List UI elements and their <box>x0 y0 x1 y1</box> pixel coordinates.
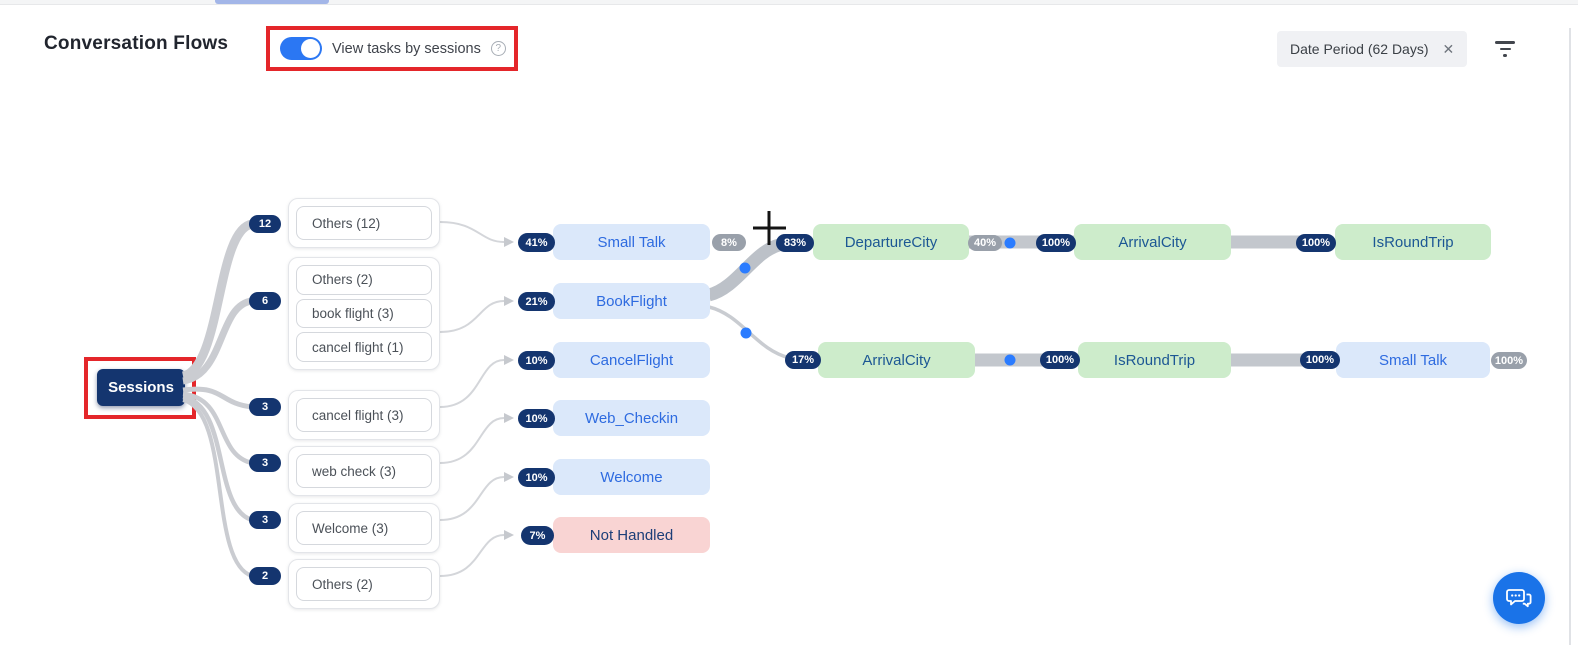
utterance-group: Welcome (3) <box>288 503 440 553</box>
utterance-item[interactable]: Others (2) <box>296 567 432 601</box>
task-in-pct-badge: 10% <box>518 468 555 487</box>
date-period-label: Date Period (62 Days) <box>1290 41 1429 57</box>
utterance-group: Others (12) <box>288 198 440 248</box>
count-badge: 3 <box>249 398 281 416</box>
task-in-pct-badge: 21% <box>518 292 555 311</box>
chat-bubbles-icon <box>1506 589 1532 608</box>
task-node[interactable]: CancelFlight <box>553 342 710 378</box>
scrollbar[interactable] <box>1569 28 1571 645</box>
task-node[interactable]: Web_Checkin <box>553 400 710 436</box>
utterance-group: Others (2) <box>288 559 440 609</box>
path-dot-markers[interactable] <box>739 237 1016 366</box>
sessions-fanout-edges <box>181 219 254 578</box>
entity-in-pct-badge: 100% <box>1040 351 1080 369</box>
page-title: Conversation Flows <box>44 33 229 54</box>
entity-out-pct-badge: 40% <box>968 235 1002 251</box>
entity-node[interactable]: DepartureCity <box>813 224 969 260</box>
entity-node[interactable]: ArrivalCity <box>1074 224 1231 260</box>
utterance-item[interactable]: cancel flight (1) <box>296 332 432 363</box>
entity-in-pct-badge: 17% <box>785 351 821 369</box>
task-node[interactable]: Small Talk <box>1336 342 1490 378</box>
count-badge: 12 <box>249 215 281 233</box>
count-badge: 3 <box>249 454 281 472</box>
sessions-root-node[interactable]: Sessions <box>97 369 185 406</box>
entity-node[interactable]: IsRoundTrip <box>1078 342 1231 378</box>
utterance-item[interactable]: Others (12) <box>296 206 432 240</box>
task-node[interactable]: Small Talk <box>553 224 710 260</box>
help-icon[interactable]: ? <box>490 41 506 56</box>
toggle-highlight-box: View tasks by sessions ? <box>266 26 518 71</box>
utterance-item[interactable]: cancel flight (3) <box>296 398 432 432</box>
not-handled-node[interactable]: Not Handled <box>553 517 710 553</box>
toggle-knob <box>301 39 320 58</box>
count-badge: 6 <box>249 292 281 310</box>
edge-arrowheads <box>504 237 514 540</box>
view-tasks-toggle[interactable] <box>280 37 322 60</box>
chat-widget-button[interactable] <box>1493 572 1545 624</box>
entity-in-pct-badge: 100% <box>1296 234 1336 252</box>
utterance-group: cancel flight (3) <box>288 390 440 440</box>
toggle-label: View tasks by sessions <box>332 40 481 57</box>
utterance-group: web check (3) <box>288 446 440 496</box>
task-in-pct-badge: 41% <box>518 233 555 252</box>
utterance-item[interactable]: book flight (3) <box>296 298 432 329</box>
entity-node[interactable]: IsRoundTrip <box>1335 224 1491 260</box>
task-out-pct-badge: 100% <box>1491 352 1527 369</box>
task-out-pct-badge: 8% <box>712 234 746 251</box>
task-in-pct-badge: 10% <box>518 351 555 370</box>
count-badge: 3 <box>249 511 281 529</box>
top-blue-indicator <box>215 0 329 4</box>
utterance-item[interactable]: Welcome (3) <box>296 511 432 545</box>
entity-in-pct-badge: 100% <box>1036 234 1076 252</box>
count-badge: 2 <box>249 567 281 585</box>
date-period-chip[interactable]: Date Period (62 Days) ✕ <box>1277 31 1468 67</box>
utterance-task-edges <box>439 221 505 577</box>
task-node[interactable]: Welcome <box>553 459 710 495</box>
close-icon[interactable]: ✕ <box>1442 41 1455 57</box>
task-in-pct-badge: 10% <box>518 409 555 428</box>
entity-node[interactable]: ArrivalCity <box>818 342 975 378</box>
entity-in-pct-badge: 83% <box>776 234 814 252</box>
utterance-group: Others (2) book flight (3) cancel flight… <box>288 257 440 370</box>
task-node[interactable]: BookFlight <box>553 283 710 319</box>
task-in-pct-badge: 7% <box>521 526 554 545</box>
top-chrome-strip <box>0 0 1578 5</box>
utterance-item[interactable]: web check (3) <box>296 454 432 488</box>
task-in-pct-badge: 100% <box>1300 351 1340 369</box>
filter-icon[interactable] <box>1492 38 1518 60</box>
utterance-item[interactable]: Others (2) <box>296 265 432 295</box>
